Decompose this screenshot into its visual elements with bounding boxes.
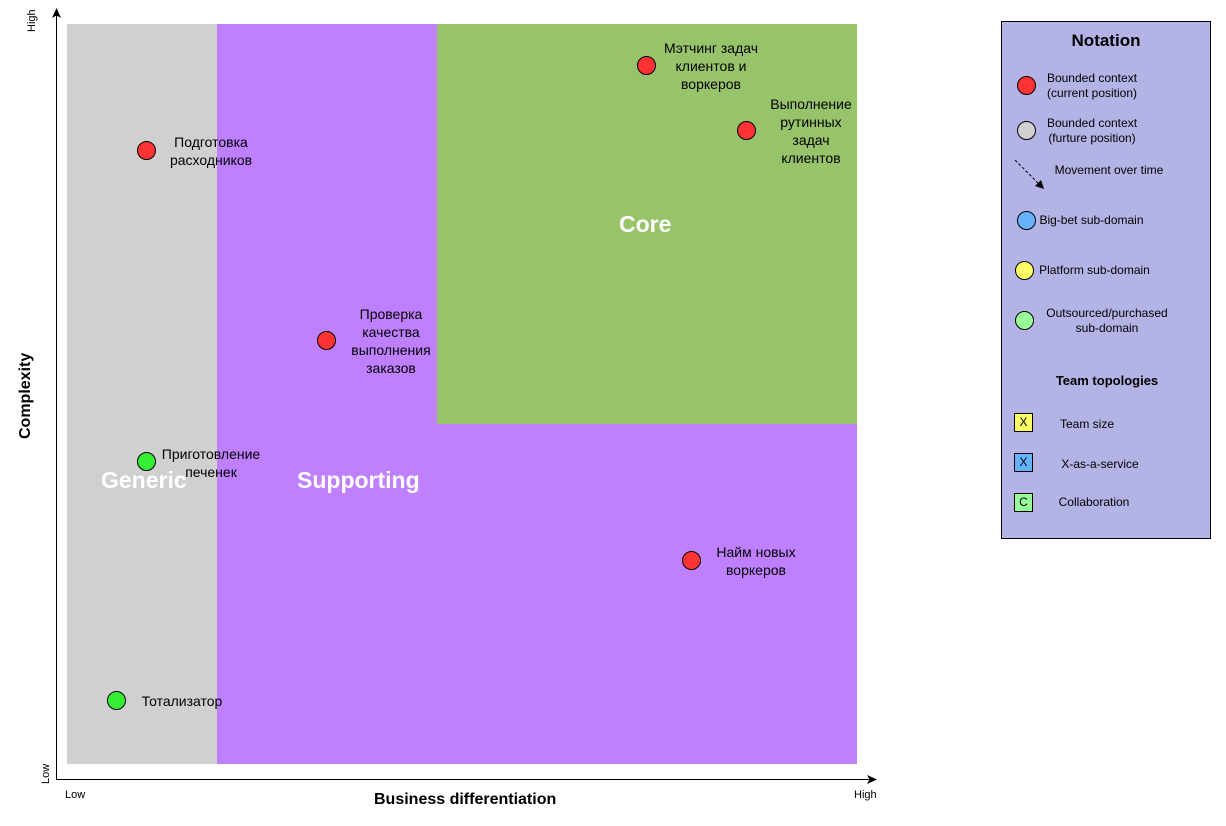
x-axis-arrow-icon bbox=[867, 775, 877, 784]
y-axis-line bbox=[56, 14, 57, 780]
y-high-label: High bbox=[26, 9, 38, 32]
legend-item-label: Big-bet sub-domain bbox=[1039, 213, 1144, 227]
legend-item-label: Platform sub-domain bbox=[1039, 263, 1150, 277]
yellow-circle-icon bbox=[1015, 261, 1034, 280]
notation-legend: Notation Bounded context(current positio… bbox=[1001, 21, 1211, 539]
gray-circle-icon bbox=[1017, 121, 1036, 140]
legend-title: Notation bbox=[1071, 31, 1141, 50]
generic-label: Generic bbox=[101, 467, 187, 493]
context-label-totalizator: Тотализатор bbox=[141, 693, 223, 709]
x-axis-title: Business differentiation bbox=[374, 791, 557, 808]
blue-circle-icon bbox=[1017, 211, 1036, 230]
dashed-arrow-icon bbox=[1014, 159, 1044, 189]
team-size-square-icon: X bbox=[1014, 413, 1033, 432]
y-axis-title: Complexity bbox=[17, 352, 34, 439]
legend-team-label: X-as-a-service bbox=[1061, 457, 1139, 471]
x-high-label: High bbox=[854, 789, 877, 801]
red-circle-icon bbox=[1017, 76, 1036, 95]
x-low-label: Low bbox=[65, 789, 86, 801]
x-axis-line bbox=[56, 779, 870, 780]
legend-item-label: Bounded context(furture position) bbox=[1046, 116, 1138, 145]
y-axis-arrow-icon bbox=[52, 8, 61, 18]
legend-item-label: Bounded context(current position) bbox=[1046, 71, 1138, 100]
context-dot-proverka[interactable] bbox=[317, 331, 336, 350]
region-supporting-lower bbox=[437, 424, 857, 764]
y-low-label: Low bbox=[40, 763, 52, 784]
green-circle-icon bbox=[1015, 311, 1034, 330]
region-supporting bbox=[217, 24, 437, 764]
context-dot-podgotovka[interactable] bbox=[137, 141, 156, 160]
context-dot-prigotovlenie[interactable] bbox=[137, 452, 156, 471]
supporting-label: Supporting bbox=[297, 467, 420, 493]
team-topologies-title: Team topologies bbox=[1055, 373, 1159, 388]
region-core bbox=[437, 24, 857, 424]
context-dot-vypolnenie[interactable] bbox=[737, 121, 756, 140]
legend-team-label: Collaboration bbox=[1058, 495, 1130, 509]
legend-item-label: Movement over time bbox=[1054, 163, 1164, 177]
legend-team-label: Team size bbox=[1059, 417, 1115, 431]
context-dot-naim[interactable] bbox=[682, 551, 701, 570]
context-dot-totalizator[interactable] bbox=[107, 691, 126, 710]
context-dot-matching[interactable] bbox=[637, 56, 656, 75]
x-as-a-service-square-icon: X bbox=[1014, 453, 1033, 472]
core-label: Core bbox=[619, 211, 672, 237]
collaboration-square-icon: C bbox=[1014, 493, 1033, 512]
